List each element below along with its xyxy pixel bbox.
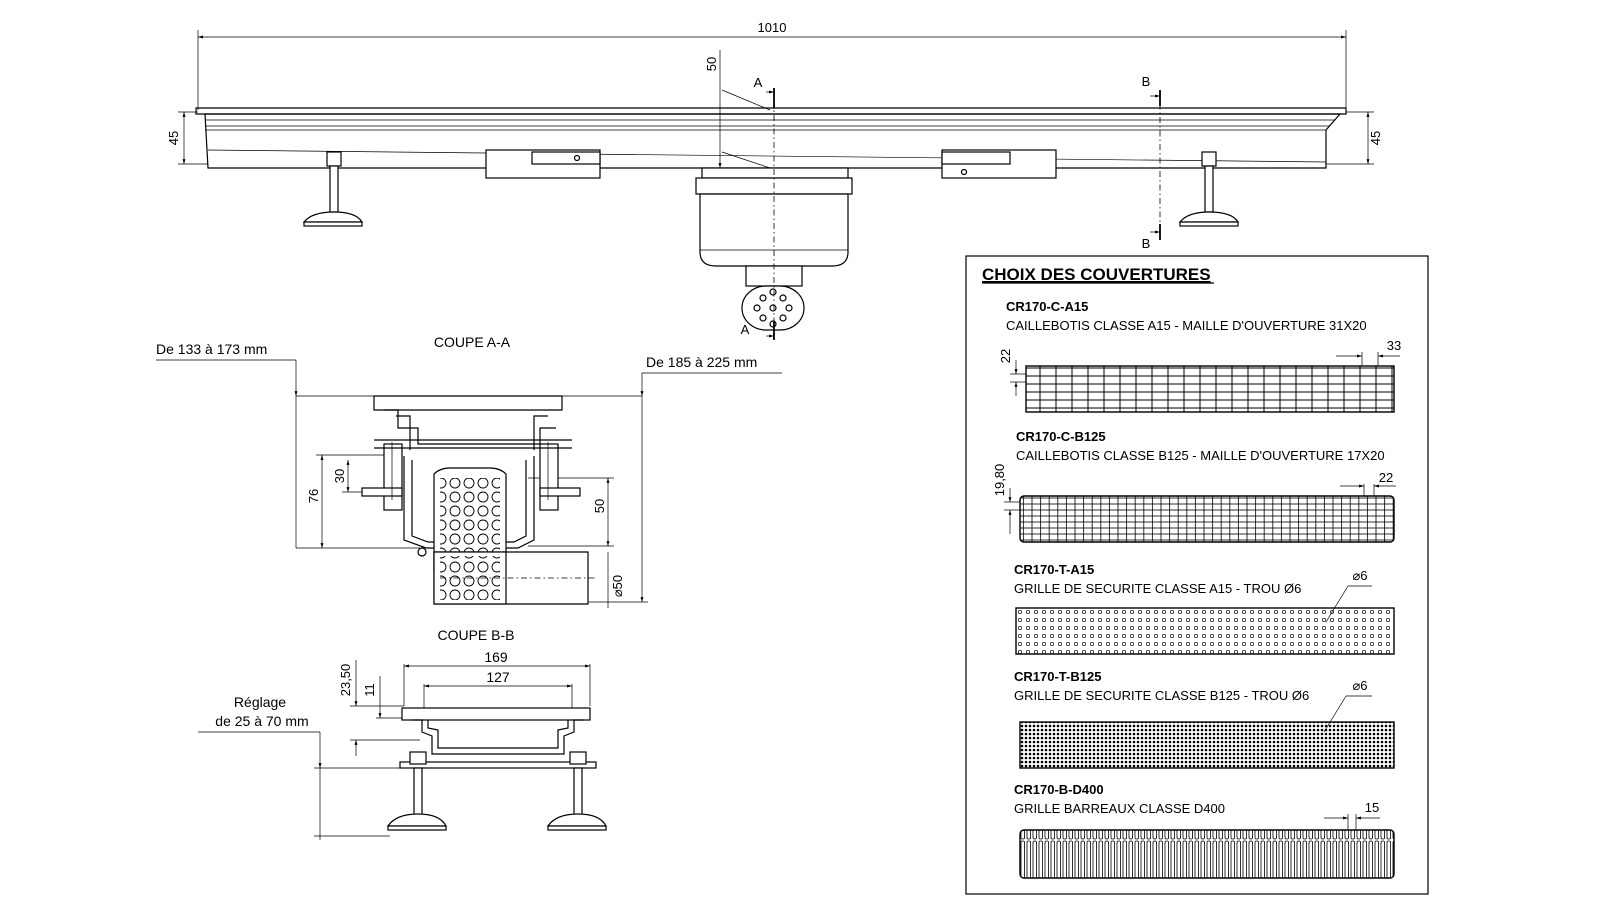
dim-2350: 23,50 [338,664,353,697]
dim-11: 11 [362,683,377,697]
dim-side: 19,80 [992,464,1007,497]
dim-length: 1010 [758,20,787,35]
dim-side: 22 [998,349,1013,363]
dim-diam: ⌀50 [610,575,625,597]
cover-desc: GRILLE BARREAUX CLASSE D400 [1014,801,1225,816]
dim-outlet: 50 [704,57,719,71]
cover-desc: CAILLEBOTIS CLASSE A15 - MAILLE D'OUVERT… [1006,318,1367,333]
range-left-label: De 133 à 173 mm [156,341,267,357]
coupe-bb-title: COUPE B-B [437,627,514,643]
cover-code: CR170-C-B125 [1016,429,1106,444]
coupe-bb: COUPE B-B 169 127 23,50 11 Réglage de 25… [198,627,607,840]
cover-desc: GRILLE DE SECURITE CLASSE B125 - TROU Ø6 [1014,688,1309,703]
cover-desc: GRILLE DE SECURITE CLASSE A15 - TROU Ø6 [1014,581,1301,596]
grating-a15 [1025,365,1395,413]
cover-code: CR170-T-A15 [1014,562,1094,577]
grating-d400 [1019,829,1395,879]
dim-top: 22 [1379,470,1393,485]
dim-top: ⌀6 [1352,678,1367,693]
reglage-line1: Réglage [234,694,286,710]
covers-title: CHOIX DES COUVERTURES [982,265,1211,284]
reglage-line2: de 25 à 70 mm [215,713,308,729]
cover-item: CR170-T-B125 GRILLE DE SECURITE CLASSE B… [1014,669,1395,769]
cover-code: CR170-B-D400 [1014,782,1104,797]
section-b-bottom: B [1142,236,1151,251]
grating-b125 [1019,495,1395,543]
grating-ta15 [1015,607,1395,655]
dim-50: 50 [592,499,607,513]
cover-code: CR170-T-B125 [1014,669,1101,684]
grating-tb125 [1019,721,1395,769]
range-right-label: De 185 à 225 mm [646,354,757,370]
dim-top: 15 [1365,800,1379,815]
dim-76: 76 [306,489,321,503]
dim-depth-left: 45 [166,131,181,145]
cover-item: CR170-T-A15 GRILLE DE SECURITE CLASSE A1… [1014,562,1395,655]
dim-30: 30 [332,469,347,483]
cover-item: CR170-C-A15 CAILLEBOTIS CLASSE A15 - MAI… [998,299,1401,413]
coupe-aa-title: COUPE A-A [434,334,511,350]
dim-top: 33 [1387,338,1401,353]
cover-desc: CAILLEBOTIS CLASSE B125 - MAILLE D'OUVER… [1016,448,1385,463]
dim-top: ⌀6 [1352,568,1367,583]
section-a-top: A [754,75,763,90]
section-a-bottom: A [741,322,750,337]
dim-169: 169 [484,649,508,665]
covers-panel: CHOIX DES COUVERTURES CR170-C-A15 CAILLE… [965,255,1429,895]
top-view: 1010 45 45 [166,20,1383,340]
section-b-top: B [1142,74,1151,89]
dim-127: 127 [486,669,510,685]
cover-code: CR170-C-A15 [1006,299,1088,314]
dim-depth-right: 45 [1368,131,1383,145]
coupe-aa: COUPE A-A De 133 à 173 mm De 185 à 225 m… [156,334,782,608]
cover-item: CR170-B-D400 GRILLE BARREAUX CLASSE D400… [1014,782,1395,879]
cover-item: CR170-C-B125 CAILLEBOTIS CLASSE B125 - M… [992,429,1396,543]
